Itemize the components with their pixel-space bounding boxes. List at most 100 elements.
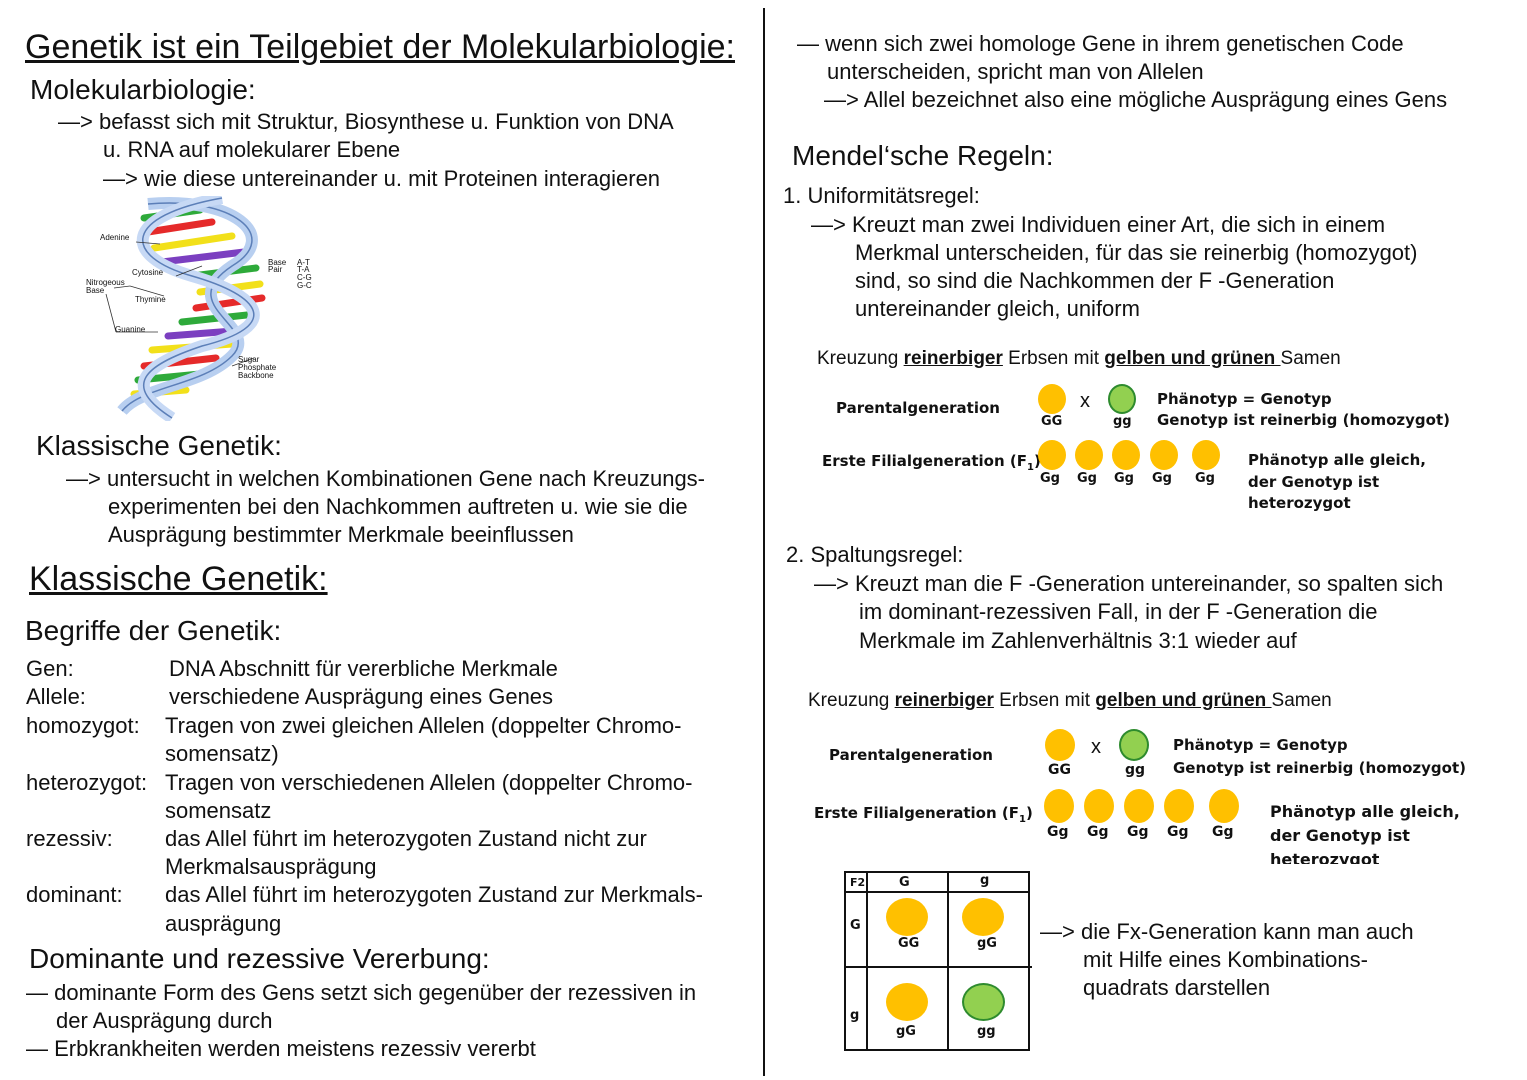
cross2-gg-label: GG	[1048, 762, 1071, 778]
def-rezessiv-1: das Allel führt im heterozygoten Zustand…	[165, 826, 647, 851]
cross2-f1-label-1: Gg	[1047, 824, 1069, 840]
cross1-filial-label: Erste Filialgeneration (F1)	[822, 452, 1041, 473]
cross2-gg-small-label: gg	[1125, 762, 1146, 778]
punnett-row-g-upper: G	[850, 918, 861, 933]
cross1-f1-pea-3	[1112, 440, 1140, 470]
def-homozygot-2: somensatz)	[165, 741, 279, 766]
term-gen: Gen:	[26, 656, 74, 681]
punnett-pea-gG-1	[962, 898, 1004, 936]
cross1-f1b: der Genotyp ist	[1248, 473, 1380, 491]
def-rezessiv-2: Merkmalsausprägung	[165, 854, 377, 879]
punnett-pea-gg-lower	[962, 983, 1005, 1021]
cross1-f1-label-4: Gg	[1152, 471, 1172, 486]
begriffe-heading: Begriffe der Genetik:	[25, 615, 282, 646]
cross2-f1-pea-5	[1209, 789, 1239, 823]
dna-label-sugar: Sugar	[238, 355, 260, 364]
term-rezessiv: rezessiv:	[26, 826, 113, 851]
def-dominant-2: ausprägung	[165, 911, 282, 936]
dna-label-base: Base	[86, 286, 105, 295]
dna-label-cytosine: Cytosine	[132, 268, 164, 277]
cross2-f1b: der Genotyp ist	[1270, 826, 1410, 845]
cross1-f1-label-2: Gg	[1077, 471, 1097, 486]
punnett-label-gg-upper: GG	[898, 936, 920, 951]
mol-line-1: —> befasst sich mit Struktur, Biosynthes…	[58, 109, 674, 134]
punnett-corner: F2	[850, 876, 866, 889]
dna-label-nitrogeous: Nitrogeous	[86, 278, 125, 287]
cross1-caption: Kreuzung reinerbiger Erbsen mit gelben u…	[817, 348, 1341, 369]
punnett-label-gG-1: gG	[977, 936, 997, 951]
cross1-f1-pea-4	[1150, 440, 1178, 470]
rule1-line-2: Merkmal unterscheiden, für das sie reine…	[855, 240, 1418, 265]
cross2-f1-label-2: Gg	[1087, 824, 1109, 840]
rule1-line-1: —> Kreuzt man zwei Individuen einer Art,…	[811, 212, 1386, 237]
cross2-f1-pea-4	[1164, 789, 1194, 823]
page-title: Genetik ist ein Teilgebiet der Molekular…	[25, 28, 735, 66]
cross2-caption: Kreuzung reinerbiger Erbsen mit gelben u…	[808, 690, 1332, 711]
cross1-gg-small-label: gg	[1113, 414, 1132, 429]
def-gen: DNA Abschnitt für vererbliche Merkmale	[169, 656, 558, 681]
rule1-line-4: untereinander gleich, uniform	[855, 296, 1140, 321]
dna-label-adenine: Adenine	[100, 233, 130, 242]
cross1-phen2: Genotyp ist reinerbig (homozygot)	[1157, 411, 1450, 429]
rule2-line-1: —> Kreuzt man die F -Generation unterein…	[814, 571, 1444, 596]
cross2-parental-label: Parentalgeneration	[829, 746, 993, 764]
cross2-x: x	[1091, 736, 1101, 758]
cross1-f1-pea-2	[1075, 440, 1103, 470]
cross1-x: x	[1080, 390, 1090, 412]
def-dominant-1: das Allel führt im heterozygoten Zustand…	[165, 882, 704, 907]
grid-note-3: quadrats darstellen	[1083, 975, 1271, 1000]
def-heterozygot-2: somensatz	[165, 798, 272, 823]
cross1-pea-yellow-parent	[1038, 384, 1066, 414]
dna-pair-cg: C-G	[297, 273, 312, 282]
term-allele: Allele:	[26, 684, 86, 709]
klassisch-heading: Klassische Genetik:	[36, 430, 282, 461]
cross2-f1-pea-3	[1124, 789, 1154, 823]
mol-heading: Molekularbiologie:	[30, 74, 256, 105]
klassisch-line-2: experimenten bei den Nachkommen auftrete…	[108, 494, 688, 519]
klassisch-line-3: Ausprägung bestimmter Merkmale beeinflus…	[108, 522, 574, 547]
cross1-f1-label-3: Gg	[1114, 471, 1134, 486]
cross2-f1-pea-2	[1084, 789, 1114, 823]
cross1-f1c: heterozygot	[1248, 494, 1351, 512]
mol-line-3: —> wie diese untereinander u. mit Protei…	[103, 166, 661, 191]
allele-line-3: —> Allel bezeichnet also eine mögliche A…	[824, 87, 1448, 112]
cross2-f1c: heterozygot	[1270, 850, 1380, 864]
dominant-line-3: — Erbkrankheiten werden meistens rezessi…	[26, 1036, 536, 1061]
term-homozygot: homozygot:	[26, 713, 140, 738]
dna-pair-gc: G-C	[297, 281, 312, 290]
rule2-line-2: im dominant-rezessiven Fall, in der F -G…	[859, 599, 1378, 624]
punnett-col-g-lower: g	[980, 873, 990, 888]
dna-label-backbone: Backbone	[238, 371, 274, 380]
cross1-f1-label-1: Gg	[1040, 471, 1060, 486]
cross2-f1-label-5: Gg	[1212, 824, 1234, 840]
def-homozygot-1: Tragen von zwei gleichen Allelen (doppel…	[165, 713, 682, 738]
cross1-pea-green-parent	[1108, 384, 1136, 414]
dna-pair-at: A-T	[297, 258, 310, 267]
cross2-phen1: Phänotyp = Genotyp	[1173, 736, 1348, 754]
cross2-pea-green-parent	[1119, 729, 1149, 761]
cross2-f1-pea-1	[1044, 789, 1074, 823]
mol-line-2: u. RNA auf molekularer Ebene	[103, 137, 401, 162]
cross1-parental-label: Parentalgeneration	[836, 399, 1000, 417]
cross2-filial-label: Erste Filialgeneration (F1)	[814, 804, 1033, 825]
cross2-f1-label-3: Gg	[1127, 824, 1149, 840]
punnett-col-g-upper: G	[899, 875, 910, 890]
cross1-f1a: Phänotyp alle gleich,	[1248, 451, 1426, 469]
def-allele: verschiedene Ausprägung eines Genes	[169, 684, 554, 709]
klassisch-line-1: —> untersucht in welchen Kombinationen G…	[66, 466, 705, 491]
dna-label-base-pair-1: Base	[268, 258, 287, 267]
dna-label-base-pair-2: Pair	[268, 265, 283, 274]
term-heterozygot: heterozygot:	[26, 770, 148, 795]
cross1-f1-pea-5	[1192, 440, 1220, 470]
rule1-line-3: sind, so sind die Nachkommen der F -Gene…	[855, 268, 1335, 293]
column-divider	[763, 8, 765, 1076]
allele-line-1: — wenn sich zwei homologe Gene in ihrem …	[797, 31, 1404, 56]
term-dominant: dominant:	[26, 882, 123, 907]
punnett-label-gG-2: gG	[896, 1024, 916, 1039]
cross1-phen1: Phänotyp = Genotyp	[1157, 390, 1332, 408]
rule1-heading: 1. Uniformitätsregel:	[783, 183, 980, 208]
punnett-square	[844, 871, 1032, 1051]
rule2-line-3: Merkmale im Zahlenverhältnis 3:1 wieder …	[859, 628, 1297, 653]
cross2-f1-label-4: Gg	[1167, 824, 1189, 840]
cross1-f1-label-5: Gg	[1195, 471, 1215, 486]
